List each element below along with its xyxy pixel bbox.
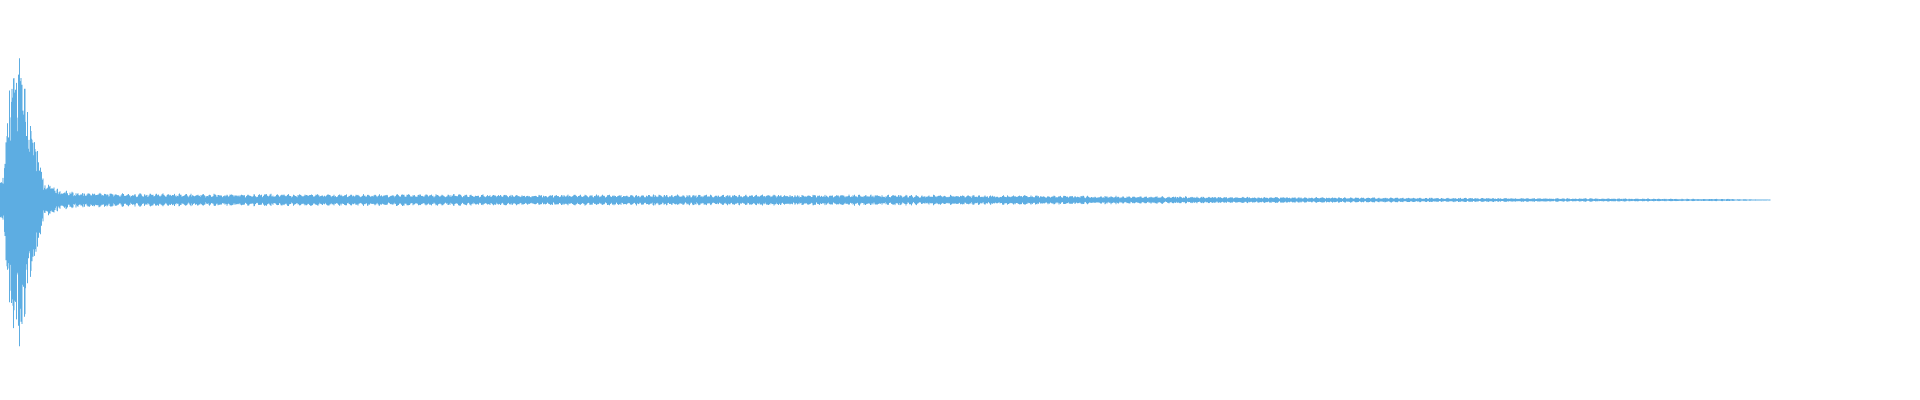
waveform-trace: [0, 58, 1771, 347]
